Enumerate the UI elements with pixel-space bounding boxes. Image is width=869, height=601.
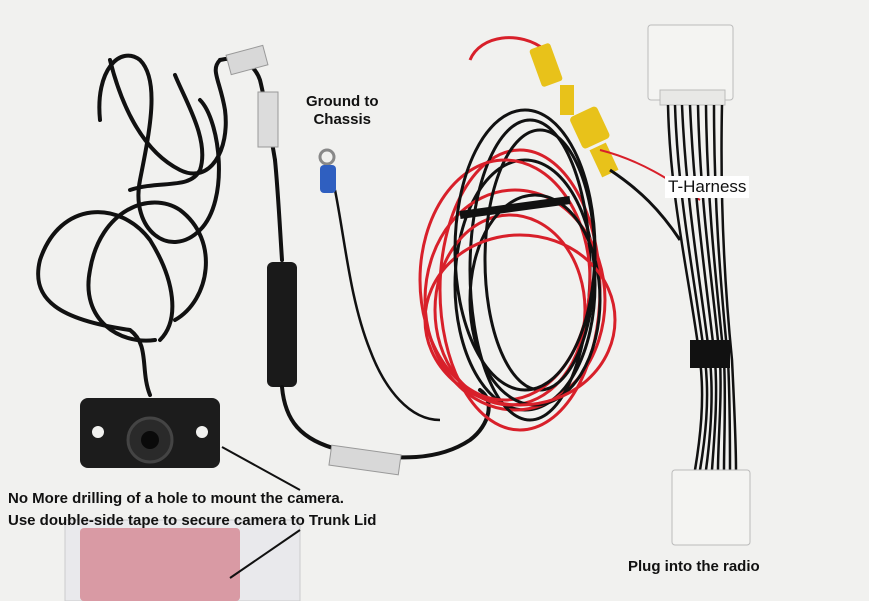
pointer-line-tape xyxy=(229,529,301,579)
tape-packet xyxy=(64,519,301,601)
red-black-wire-bundle xyxy=(418,36,617,432)
camera-mount xyxy=(80,398,220,468)
drilling-note-line2: Use double-side tape to secure camera to… xyxy=(8,512,377,529)
t-harness-label: T-Harness xyxy=(665,176,750,198)
t-harness xyxy=(647,24,751,546)
ground-to-chassis-label: Ground to Chassis xyxy=(306,93,378,129)
camera-cable-coil xyxy=(36,53,284,397)
cable-tag-bottom xyxy=(328,444,402,476)
ground-label-line1: Ground to xyxy=(306,93,379,110)
cable-tags xyxy=(225,44,279,148)
pointer-line-camera xyxy=(221,446,301,491)
inline-connector xyxy=(267,262,297,387)
ground-wire xyxy=(318,148,441,422)
ground-label-line2: Chassis xyxy=(313,111,372,128)
drilling-note-line1: No More drilling of a hole to mount the … xyxy=(8,490,344,507)
rca-connector xyxy=(529,43,701,241)
plug-into-radio-label: Plug into the radio xyxy=(628,558,760,575)
